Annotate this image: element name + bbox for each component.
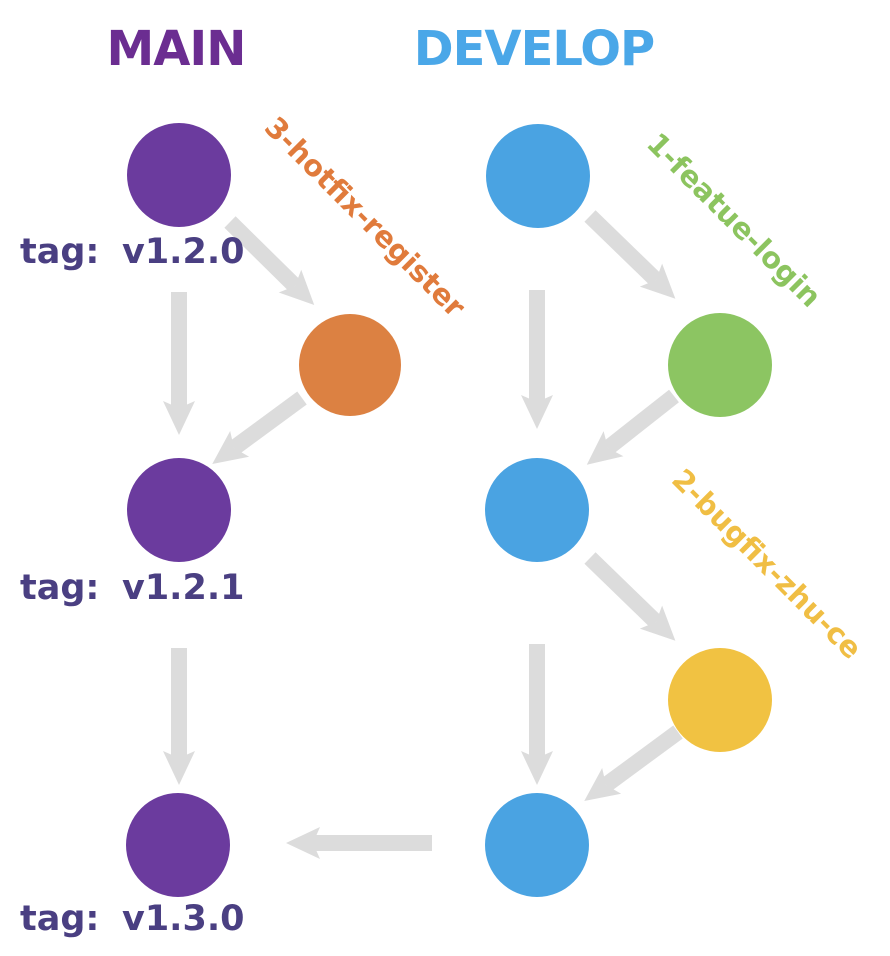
arrow-bugfix-to-develop3 xyxy=(584,725,683,802)
arrow-hotfix-to-main2 xyxy=(212,391,307,464)
hotfix-branch-label: 3-hotfix-register xyxy=(258,110,472,324)
tag-version: v1.2.0 xyxy=(122,232,244,272)
arrow-develop2-to-bugfix xyxy=(584,552,676,641)
commit-node-develop-3 xyxy=(485,793,589,897)
tag-prefix: tag: xyxy=(20,568,99,608)
main-branch-title: MAIN xyxy=(107,21,246,77)
tag-v1-3-0: tag: v1.3.0 xyxy=(20,899,244,939)
tag-v1-2-0: tag: v1.2.0 xyxy=(20,232,244,272)
commit-node-develop-2 xyxy=(485,458,589,562)
commit-node-feature xyxy=(668,313,772,417)
feature-branch-label: 1-featue-login xyxy=(640,126,828,314)
commit-node-develop-1 xyxy=(486,124,590,228)
bugfix-branch-label: 2-bugfix-zhu-ce xyxy=(665,462,868,665)
arrow-feature-to-develop2 xyxy=(586,389,679,465)
tag-version: v1.2.1 xyxy=(122,568,244,608)
commit-node-hotfix xyxy=(299,314,401,416)
develop-branch-title: DEVELOP xyxy=(414,21,654,77)
arrow-layer xyxy=(163,210,683,859)
commit-node-main-1 xyxy=(127,123,231,227)
tag-prefix: tag: xyxy=(20,899,99,939)
arrow-main1-to-hotfix xyxy=(224,216,315,305)
commit-node-bugfix xyxy=(668,648,772,752)
tag-v1-2-1: tag: v1.2.1 xyxy=(20,568,244,608)
arrow-develop1-to-feature xyxy=(584,210,676,299)
tag-version: v1.3.0 xyxy=(122,899,244,939)
commit-node-main-3 xyxy=(126,793,230,897)
tag-prefix: tag: xyxy=(20,232,99,272)
commit-node-main-2 xyxy=(127,458,231,562)
